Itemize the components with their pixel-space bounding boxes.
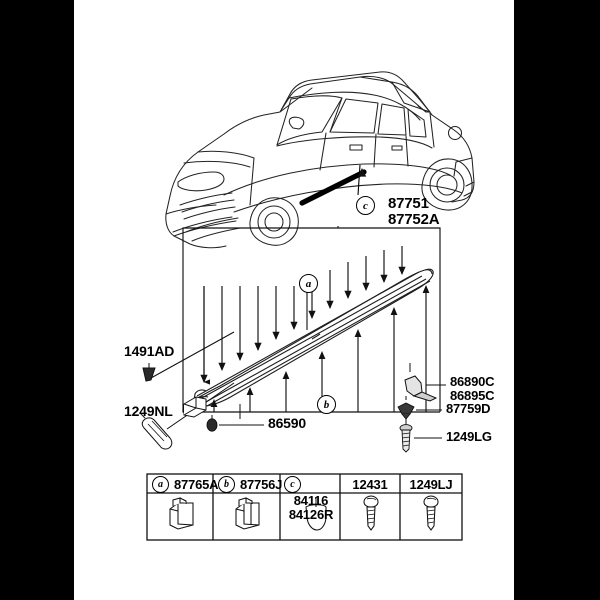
- leader-c-vehicle: [299, 164, 367, 206]
- clip-arrow-heads-up: [210, 285, 430, 407]
- clip-on-molding-detail: [183, 396, 207, 418]
- left-letterbox-band: [0, 0, 74, 600]
- legend-table-grid: [146, 473, 463, 541]
- label-86590: 86590: [268, 415, 306, 431]
- clip-arrows-down: [203, 246, 403, 385]
- right-letterbox-band: [514, 0, 600, 600]
- vehicle-illustration: [165, 71, 475, 249]
- marker-a-panel: a: [299, 274, 318, 293]
- legend-icon-screw-1249lj: [423, 495, 439, 531]
- clip-1491ad-symbol: [142, 331, 235, 382]
- marker-b-panel: b: [317, 395, 336, 414]
- legend-part-b: 87756J: [240, 477, 283, 492]
- legend-marker-b: b: [218, 476, 235, 493]
- clip-arrow-heads-down: [200, 266, 406, 383]
- legend-icon-screw-12431: [363, 495, 379, 531]
- detail-view-frame: [182, 227, 441, 413]
- legend-icon-b-clip: [235, 497, 260, 530]
- legend-marker-c: c: [284, 476, 301, 493]
- marker-c-vehicle: c: [356, 196, 375, 215]
- label-1249nl: 1249NL: [124, 403, 173, 419]
- nut-87759d-symbol: [397, 396, 442, 420]
- screw-1249lg-symbol: [399, 419, 442, 453]
- legend-marker-a: a: [152, 476, 169, 493]
- legend-icon-a-clip: [169, 497, 194, 530]
- diagram-vector-layer: [139, 71, 475, 541]
- legend-part-a: 87765A: [174, 477, 219, 492]
- label-87759d: 87759D: [446, 401, 491, 416]
- label-86890c-86895c: 86890C 86895C: [450, 374, 495, 404]
- sill-molding-body: [193, 268, 434, 407]
- legend-icon-c-cap: [305, 498, 327, 531]
- grommet-86590-symbol: [206, 404, 264, 432]
- diagram-canvas: 87751 87752A c a b 1491AD 1249NL 86590 8…: [74, 0, 514, 600]
- legend-part-1249lj: 1249LJ: [409, 477, 453, 492]
- legend-sub-c: 84116 84126R: [288, 493, 334, 523]
- label-87751-87752a: 87751 87752A: [388, 195, 440, 229]
- label-1491ad: 1491AD: [124, 343, 175, 359]
- label-1249lg: 1249LG: [446, 429, 492, 444]
- bracket-86890c-symbol: [404, 363, 446, 402]
- legend-part-12431: 12431: [352, 477, 388, 492]
